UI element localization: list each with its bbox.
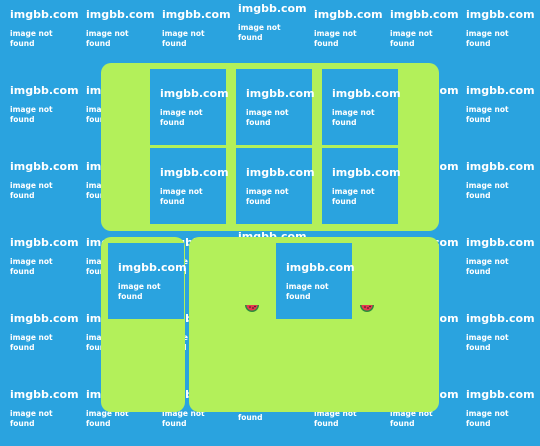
placeholder-message: image not found (160, 107, 203, 127)
placeholder-brand: imgbb.com (160, 86, 229, 100)
placeholder-brand: imgbb.com (160, 165, 229, 179)
placeholder-message: image not found (466, 408, 509, 428)
placeholder-message: image not found (466, 332, 509, 352)
placeholder-brand: imgbb.com (314, 7, 383, 21)
image-card[interactable]: imgbb.com image not found (150, 69, 229, 145)
placeholder-brand: imgbb.com (10, 7, 79, 21)
placeholder-message: image not found (466, 28, 509, 48)
placeholder-tile: imgbb.com image not found (456, 0, 535, 66)
placeholder-brand: imgbb.com (466, 311, 535, 325)
placeholder-brand: imgbb.com (10, 83, 79, 97)
image-card[interactable]: imgbb.com image not found (150, 148, 229, 224)
placeholder-tile: imgbb.com image not found (456, 218, 535, 294)
placeholder-message: image not found (10, 28, 53, 48)
placeholder-message: image not found (10, 104, 53, 124)
placeholder-brand: imgbb.com (162, 7, 231, 21)
placeholder-brand: imgbb.com (332, 165, 401, 179)
placeholder-brand: imgbb.com (10, 235, 79, 249)
placeholder-tile: imgbb.com image not found (380, 0, 459, 66)
placeholder-message: image not found (466, 104, 509, 124)
image-card[interactable]: imgbb.com image not found (322, 69, 401, 145)
placeholder-brand: imgbb.com (10, 159, 79, 173)
placeholder-brand: imgbb.com (238, 1, 307, 15)
placeholder-brand: imgbb.com (86, 7, 155, 21)
placeholder-message: image not found (390, 28, 433, 48)
placeholder-brand: imgbb.com (466, 7, 535, 21)
image-card[interactable]: imgbb.com image not found (236, 148, 315, 224)
placeholder-brand: imgbb.com (10, 387, 79, 401)
placeholder-message: image not found (246, 186, 289, 206)
placeholder-message: image not found (332, 107, 375, 127)
placeholder-brand: imgbb.com (332, 86, 401, 100)
placeholder-message: image not found (238, 22, 281, 42)
placeholder-tile: imgbb.com image not found (0, 142, 79, 218)
placeholder-tile: imgbb.com image not found (0, 66, 79, 142)
placeholder-tile: imgbb.com image not found (456, 66, 535, 142)
placeholder-message: image not found (466, 256, 509, 276)
placeholder-message: image not found (162, 28, 205, 48)
placeholder-message: image not found (10, 408, 53, 428)
image-card[interactable]: imgbb.com image not found (322, 148, 401, 224)
placeholder-message: image not found (246, 107, 289, 127)
placeholder-brand: imgbb.com (10, 311, 79, 325)
placeholder-message: image not found (10, 256, 53, 276)
image-card[interactable]: imgbb.com image not found (276, 243, 355, 319)
placeholder-tile: imgbb.com image not found (456, 294, 535, 370)
placeholder-brand: imgbb.com (246, 86, 315, 100)
placeholder-message: image not found (314, 28, 357, 48)
placeholder-message: image not found (160, 186, 203, 206)
placeholder-brand: imgbb.com (286, 260, 355, 274)
placeholder-message: image not found (10, 332, 53, 352)
image-card[interactable]: imgbb.com image not found (236, 69, 315, 145)
image-card[interactable]: imgbb.com image not found (108, 243, 187, 319)
placeholder-brand: imgbb.com (246, 165, 315, 179)
placeholder-tile: imgbb.com image not found (0, 218, 79, 294)
placeholder-message: image not found (466, 180, 509, 200)
watermelon-icon (245, 305, 259, 312)
watermelon-icon (360, 305, 374, 312)
placeholder-brand: imgbb.com (390, 7, 459, 21)
placeholder-message: image not found (286, 281, 329, 301)
placeholder-message: image not found (118, 281, 161, 301)
placeholder-tile: imgbb.com image not found (304, 0, 383, 66)
placeholder-brand: imgbb.com (466, 83, 535, 97)
placeholder-brand: imgbb.com (466, 387, 535, 401)
placeholder-message: image not found (10, 180, 53, 200)
placeholder-tile: imgbb.com image not found (0, 0, 79, 66)
placeholder-message: image not found (332, 186, 375, 206)
placeholder-tile: imgbb.com image not found (76, 0, 155, 66)
placeholder-tile: imgbb.com image not found (0, 370, 79, 446)
placeholder-tile: imgbb.com image not found (152, 0, 231, 66)
placeholder-brand: imgbb.com (466, 159, 535, 173)
placeholder-tile: imgbb.com image not found (228, 0, 307, 60)
placeholder-tile: imgbb.com image not found (456, 370, 535, 446)
placeholder-tile: imgbb.com image not found (0, 294, 79, 370)
placeholder-brand: imgbb.com (118, 260, 187, 274)
placeholder-tile: imgbb.com image not found (456, 142, 535, 218)
placeholder-brand: imgbb.com (466, 235, 535, 249)
placeholder-message: image not found (86, 28, 129, 48)
